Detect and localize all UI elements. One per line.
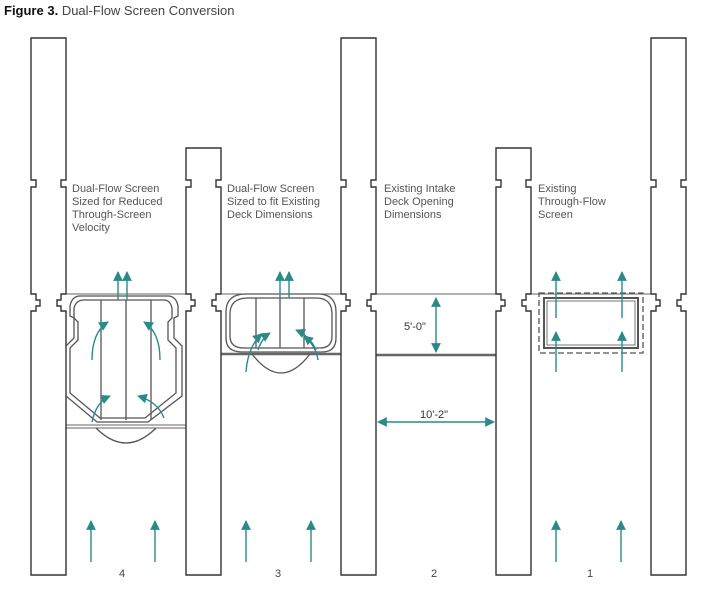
panel-2-label: Existing Intake Deck Opening Dimensions [384, 183, 456, 221]
panel-1-label-line: Existing [538, 183, 577, 195]
height-dimension-label: 5'-0" [404, 321, 426, 333]
panel-number-3: 3 [275, 568, 281, 580]
dual-flow-screen-fitted [225, 293, 337, 374]
pier-5 [650, 37, 687, 576]
panel-number-4: 4 [119, 568, 125, 580]
panel-2-label-line: Existing Intake [384, 183, 456, 195]
dimension-arrows [377, 297, 495, 427]
panel-number-2: 2 [431, 568, 437, 580]
flow-arrows [86, 271, 627, 562]
panel-4-label-line: Velocity [72, 222, 110, 234]
panel-1-label-line: Through-Flow [538, 196, 606, 208]
panel-2-label-line: Deck Opening [384, 196, 454, 208]
panel-3-label: Dual-Flow Screen Sized to fit Existing D… [227, 183, 320, 221]
width-dimension-label: 10'-2" [420, 409, 448, 421]
panel-1-label: Existing Through-Flow Screen [538, 183, 606, 221]
pier-4 [495, 147, 532, 576]
pier-2 [185, 147, 222, 576]
panel-3-label-line: Dual-Flow Screen [227, 183, 314, 195]
dual-flow-screen-large [65, 295, 183, 444]
panel-4-label-line: Dual-Flow Screen [72, 183, 159, 195]
pier-3 [340, 37, 377, 576]
panel-4-label-line: Sized for Reduced [72, 196, 163, 208]
panel-number-1: 1 [587, 568, 593, 580]
figure-title-text: Dual-Flow Screen Conversion [61, 3, 235, 18]
panel-3-label-line: Sized to fit Existing [227, 196, 320, 208]
through-flow-screen [538, 292, 644, 354]
panel-4-label: Dual-Flow Screen Sized for Reduced Throu… [72, 183, 163, 234]
panel-2-label-line: Dimensions [384, 209, 442, 221]
panel-4-label-line: Through-Screen [72, 209, 152, 221]
panel-1-label-line: Screen [538, 209, 573, 221]
panel-3-label-line: Deck Dimensions [227, 209, 313, 221]
pier-1 [30, 37, 67, 576]
tall-piers [30, 37, 687, 576]
figure-label: Figure 3. [4, 3, 59, 18]
short-piers [185, 147, 532, 576]
figure-title: Figure 3. Dual-Flow Screen Conversion [4, 3, 235, 18]
